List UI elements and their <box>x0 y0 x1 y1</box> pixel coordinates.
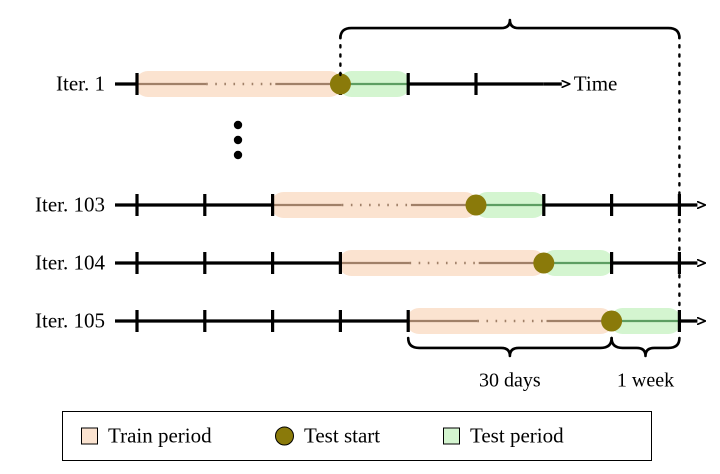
train-period-band-row-3 <box>406 308 614 334</box>
legend-item-test-period: Test period <box>443 424 564 449</box>
row-ellipsis <box>233 120 243 160</box>
test-window-brace <box>610 336 681 358</box>
timeline-row-2 <box>115 250 697 276</box>
timeline-row-3 <box>115 308 697 334</box>
timeline-row-0 <box>115 71 562 97</box>
brace-label-1-week: 1 week <box>616 369 675 392</box>
top-brace <box>339 18 681 40</box>
train-period-swatch-icon <box>81 427 98 445</box>
test-start-dot-row-3 <box>601 310 623 332</box>
legend-label-test-start: Test start <box>304 423 381 448</box>
test-start-circle-icon <box>275 426 294 446</box>
train-period-band-row-1 <box>270 192 478 218</box>
test-period-swatch-icon <box>443 427 460 445</box>
train-period-band-row-0 <box>135 71 343 97</box>
legend: Train period Test start Test period <box>62 411 652 461</box>
brace-label-30-days: 30 days <box>479 369 541 392</box>
legend-label-train-period: Train period <box>108 423 212 448</box>
ellipsis-dot-0 <box>233 120 243 130</box>
ellipsis-dot-2 <box>233 150 243 160</box>
legend-item-test-start: Test start <box>275 424 380 449</box>
time-axis-label: Time <box>573 71 618 96</box>
ellipsis-dot-1 <box>233 135 243 145</box>
row-label-iter-1: Iter. 1 <box>56 71 105 96</box>
row-label-iter-103: Iter. 103 <box>35 192 105 217</box>
row-label-iter-105: Iter. 105 <box>35 308 105 333</box>
train-period-band-row-2 <box>338 250 546 276</box>
legend-label-test-period: Test period <box>470 423 564 448</box>
row-label-iter-104: Iter. 104 <box>35 250 105 275</box>
test-start-dot-row-1 <box>465 194 487 216</box>
test-start-dot-row-2 <box>533 252 555 274</box>
test-start-dot-row-0 <box>329 73 351 95</box>
timeline-row-1 <box>115 192 697 218</box>
train-window-brace <box>406 336 613 358</box>
legend-item-train-period: Train period <box>81 424 212 449</box>
